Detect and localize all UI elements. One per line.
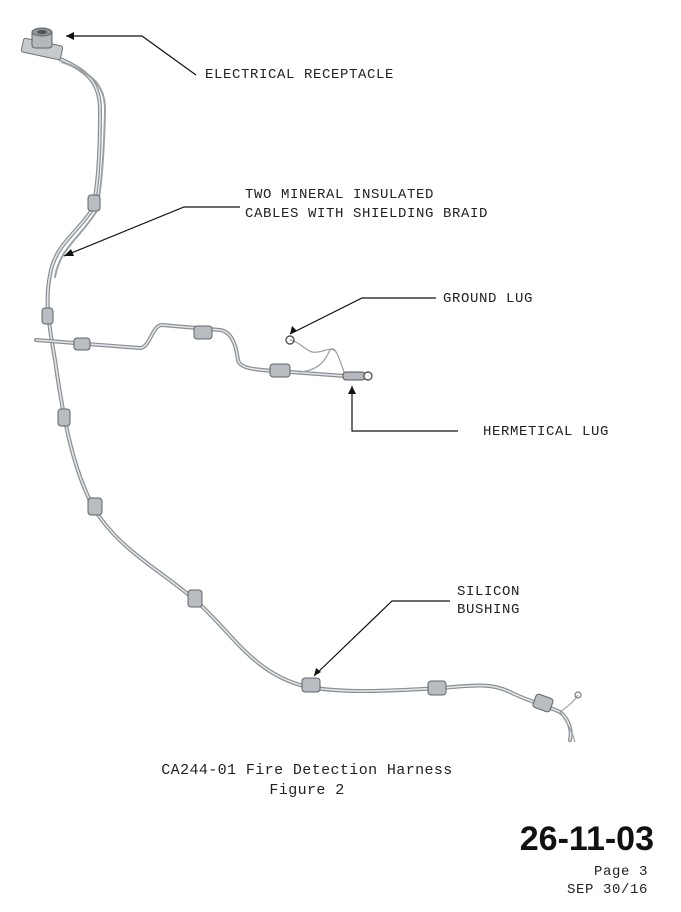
leader-electrical-receptacle [66,35,197,76]
label-silicon-line1: SILICON [457,584,521,600]
main-cable [45,56,573,742]
ground-lug-ring [285,335,295,345]
leader-lines [63,35,458,677]
silicon-bushings [41,194,554,713]
electrical-receptacle-connector [20,27,64,61]
leader-ground-lug [289,297,436,335]
end-lead [559,694,579,743]
revision-date: SEP 30/16 [566,882,648,898]
leader-arrowheads [64,32,356,676]
label-electrical-receptacle: ELECTRICAL RECEPTACLE [205,67,395,83]
label-silicon-line2: BUSHING [457,602,521,618]
figure-caption-title: CA244-01 Fire Detection Harness [161,762,453,779]
label-cables-line1: TWO MINERAL INSULATED [245,187,435,203]
label-hermetical-lug: HERMETICAL LUG [483,424,610,440]
branch-cable [34,322,347,378]
leader-silicon-bushing [313,600,450,677]
leader-cables [63,206,240,257]
document-number: 26-11-03 [519,820,654,858]
page-number: Page 3 [593,864,648,880]
hermetical-lug-body [342,371,373,381]
leader-hermetical-lug [351,386,458,432]
label-ground-lug: GROUND LUG [443,291,534,307]
end-lug [574,691,582,699]
label-cables-line2: CABLES WITH SHIELDING BRAID [245,206,489,222]
figure-caption-number: Figure 2 [269,782,345,799]
